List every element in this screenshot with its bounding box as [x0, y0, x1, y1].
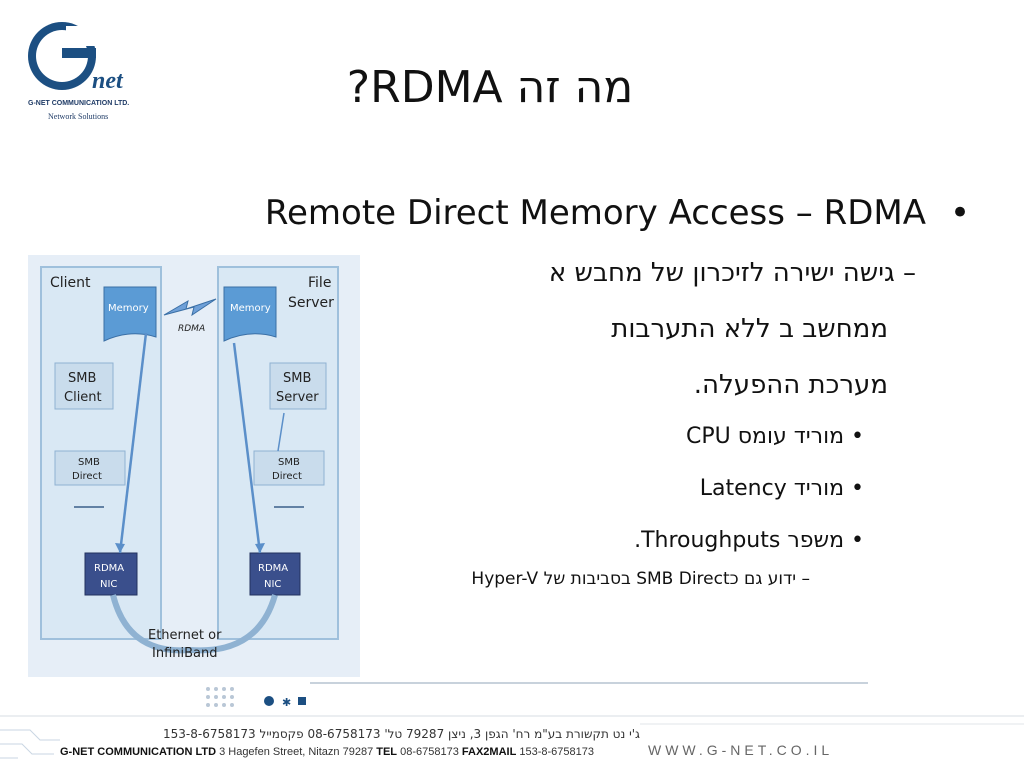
- client-data-arrow: [118, 332, 148, 554]
- footer-graphic: ✱: [0, 682, 1024, 759]
- network-link: [110, 594, 278, 654]
- footer-address: 3 Hagefen Street, Nitazn 79287: [219, 746, 374, 758]
- client-title: Client: [50, 275, 91, 291]
- server-memory-block: [223, 286, 277, 342]
- server-nic-label-2: NIC: [264, 579, 281, 590]
- client-nic-label-2: NIC: [100, 579, 117, 590]
- point-text: מוריד עומס CPU: [686, 424, 845, 449]
- rdma-diagram: Client File Server Memory Memory RDMA SM…: [28, 255, 360, 677]
- footer-english-contact: G-NET COMMUNICATION LTD 3 Hagefen Street…: [60, 746, 594, 758]
- gnet-logo-icon: net: [28, 22, 124, 94]
- globe-icon: [264, 696, 274, 706]
- server-smb-direct-label-2: Direct: [272, 471, 302, 482]
- smb-client-label-1: SMB: [68, 371, 96, 386]
- sub-bullet-line-3: מערכת ההפעלה.: [693, 370, 888, 400]
- logo-net-text: net: [92, 68, 124, 94]
- main-bullet: • Remote Direct Memory Access – RDMA: [190, 193, 970, 237]
- client-memory-block: [103, 286, 157, 342]
- smb-client-box: [54, 362, 114, 410]
- client-nic-label-1: RDMA: [94, 563, 124, 574]
- arrowhead-icon: [255, 543, 265, 553]
- smb-server-label-2: Server: [276, 390, 319, 405]
- server-memory-label: Memory: [230, 303, 271, 314]
- network-label-2: InfiniBand: [152, 646, 218, 661]
- client-smb-direct-label-2: Direct: [72, 471, 102, 482]
- smb-server-label-1: SMB: [283, 371, 311, 386]
- sub-bullet-line-1: – גישה ישירה לזיכרון של מחבש א: [548, 258, 916, 288]
- smb-server-link: [277, 412, 285, 452]
- server-rdma-nic: [249, 552, 301, 596]
- server-title-1: File: [308, 275, 331, 291]
- lock-icon: [298, 697, 306, 705]
- bullet-dot-icon: •: [949, 193, 970, 233]
- point-item: • משפר Throughputs.: [634, 528, 864, 553]
- slide-title: מה זה RDMA?: [346, 62, 634, 113]
- bullet-dot-icon: •: [844, 424, 864, 449]
- snowflake-icon: ✱: [282, 696, 291, 709]
- rdma-diagram-graphic: Client File Server Memory Memory RDMA SM…: [28, 255, 360, 677]
- bullet-dot-icon: •: [844, 528, 864, 553]
- logo-tagline: Network Solutions: [48, 112, 109, 121]
- server-nic-label-1: RDMA: [258, 563, 288, 574]
- logo-company-line: G-NET COMMUNICATION LTD.: [28, 100, 130, 107]
- network-label-1: Ethernet or: [148, 628, 222, 643]
- client-rdma-nic: [84, 552, 138, 596]
- footer-website-link[interactable]: WWW.G-NET.CO.IL: [648, 742, 834, 758]
- point-item: • מוריד Latency: [700, 476, 864, 501]
- client-memory-label: Memory: [108, 303, 149, 314]
- rdma-label: RDMA: [178, 324, 205, 334]
- server-data-arrow: [232, 342, 262, 554]
- arrowhead-icon: [115, 543, 125, 553]
- main-bullet-text: Remote Direct Memory Access – RDMA: [264, 193, 926, 233]
- point-text: מוריד Latency: [699, 476, 845, 501]
- footer-tel-label: TEL: [376, 746, 398, 758]
- footer-fax-label: FAX2MAIL: [461, 746, 517, 758]
- footer-tel: 08-6758173: [400, 746, 459, 758]
- footer-fax: 153-8-6758173: [519, 746, 594, 758]
- point-item: • מוריד עומס CPU: [686, 424, 864, 449]
- footer-company: G-NET COMMUNICATION LTD: [60, 746, 217, 758]
- sub-bullet-line-2: ממחשב ב ללא התערבות: [611, 314, 888, 344]
- server-smb-direct-label-1: SMB: [278, 457, 300, 468]
- server-smb-direct-box: [253, 450, 325, 486]
- point-text: משפר Throughputs.: [634, 528, 845, 553]
- footer-decoration: ✱: [0, 680, 1024, 768]
- client-smb-direct-label-1: SMB: [78, 457, 100, 468]
- company-logo: net: [22, 18, 147, 128]
- client-smb-direct-box: [54, 450, 126, 486]
- server-title-2: Server: [288, 295, 334, 311]
- rdma-lightning-icon: [163, 298, 217, 317]
- bullet-dot-icon: •: [844, 476, 864, 501]
- hyperv-note: – ידוע גם כSMB Direct בסביבות של Hyper-V: [471, 569, 810, 589]
- footer-hebrew-contact: ג'י נט תקשורת בע"מ רח' הגפן 3, ניצן 7928…: [163, 727, 640, 741]
- smb-client-label-2: Client: [64, 390, 102, 405]
- smb-server-box: [269, 362, 327, 410]
